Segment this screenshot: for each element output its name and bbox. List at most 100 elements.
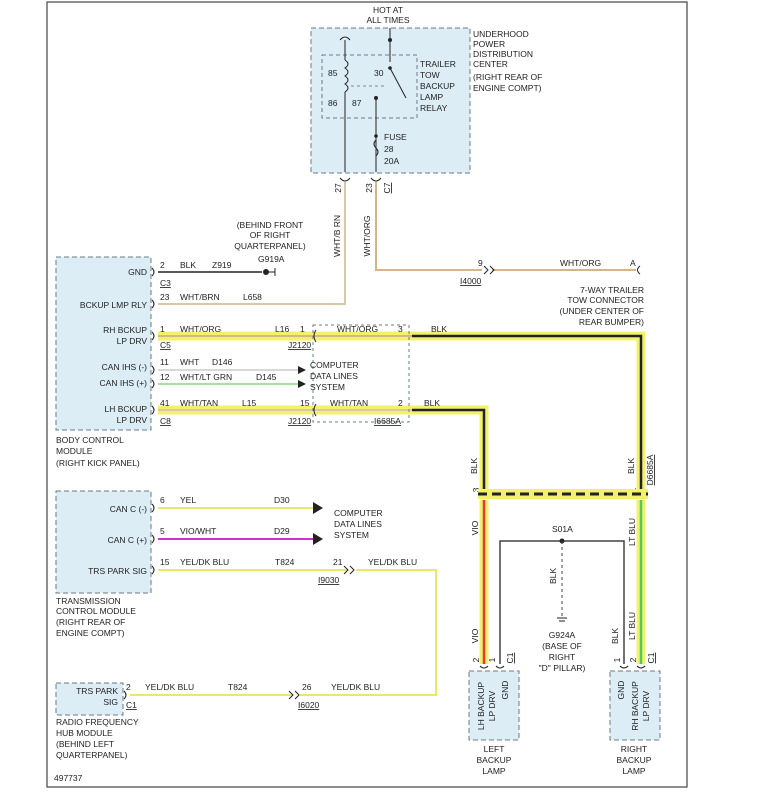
bcm-name-3: (RIGHT KICK PANEL): [56, 458, 140, 468]
fuse-symbol: [373, 139, 379, 157]
diagram-code: 497737: [54, 773, 83, 783]
relay-pin-86: 86: [328, 98, 338, 108]
label-yeldkblu-tcm: YEL/DK BLU: [180, 557, 229, 567]
pin-27: 27: [333, 183, 343, 193]
relay-name-2: TOW: [420, 70, 440, 80]
i9030-connector: [343, 565, 355, 575]
label-blk-rh-gnd: BLK: [610, 628, 620, 644]
label-blk-rh: BLK: [431, 324, 447, 334]
label-l15: L15: [242, 398, 256, 408]
i6020-connector: [288, 690, 300, 700]
bcm-connector-arcs: [151, 267, 155, 415]
s01a-label: S01A: [552, 524, 573, 534]
label-blk-s01a: BLK: [548, 568, 558, 584]
i6020-label: I6020: [298, 700, 320, 710]
cdl1-l2: DATA LINES: [310, 371, 358, 381]
bcm-conn-c5: C5: [160, 340, 171, 350]
wire-label-whtbrn-v: WHT/B RN: [332, 215, 342, 257]
label-whtbrn: WHT/BRN: [180, 292, 220, 302]
tcm-pin-6: 6: [160, 495, 165, 505]
rfh-pin-1: TRS PARK: [76, 686, 118, 696]
rfh-connector-arc: [123, 690, 127, 700]
pdc-name-6: ENGINE COMPT): [473, 83, 542, 93]
g924a-loc-3: "D" PILLAR): [539, 663, 586, 673]
d6685a-label: D6685A: [645, 454, 655, 485]
bcm-pin-12: 12: [160, 372, 170, 382]
i4000-connector: [483, 265, 495, 275]
right-lamp-arcs: [619, 665, 646, 669]
label-ltblu-2: LT BLU: [627, 612, 637, 640]
cdl2-arrow-icon: [313, 502, 323, 545]
pin-3-v: 3: [471, 487, 481, 492]
wire-blk-rh: [412, 334, 643, 495]
switch-blade: [389, 67, 407, 99]
splice-box: [312, 324, 410, 423]
bcm-name-2: MODULE: [56, 446, 93, 456]
relay-pin-30: 30: [374, 68, 384, 78]
label-wht: WHT: [180, 357, 199, 367]
left-pin-lh-backup: LH BACKUP: [476, 682, 486, 731]
trailer-pin-a: A: [630, 258, 636, 268]
pdc-name-4: CENTER: [473, 59, 508, 69]
rfh-conn-c1: C1: [126, 700, 137, 710]
label-vio-1: VIO: [470, 520, 480, 535]
trailer-name-4: REAR BUMPER): [579, 317, 644, 327]
tcm-name-4: ENGINE COMPT): [56, 628, 125, 638]
label-ltblu-1: LT BLU: [627, 518, 637, 546]
j6685a-label: I6685A: [374, 416, 401, 426]
top-wires: WHT/B RN WHT/ORG WHT/ORG 9 I4000 A 7-WAY…: [158, 182, 644, 327]
cdl1-l1: COMPUTER: [310, 360, 359, 370]
bcm-pin-can-plus: CAN IHS (+): [100, 378, 148, 388]
bcm-pin-11: 11: [160, 357, 169, 367]
tcm-pin-5: 5: [160, 526, 165, 536]
switch-pivot: [388, 66, 392, 70]
bcm-name-1: BODY CONTROL: [56, 435, 124, 445]
left-lamp-name-1: LEFT: [484, 744, 505, 754]
rfh-box: [55, 682, 124, 716]
i4000-pin-9: 9: [478, 258, 483, 268]
trailer-connector-pin: [637, 265, 641, 275]
transmission-control-module: CAN C (-) CAN C (+) TRS PARK SIG 6 5 15 …: [55, 490, 437, 696]
coil-top-arc: [339, 36, 351, 41]
left-conn-c1: C1: [505, 652, 515, 663]
right-conn-c1: C1: [646, 652, 656, 663]
left-lamp-arcs: [479, 665, 505, 669]
bcm-pin-bckup-rly: BCKUP LMP RLY: [80, 300, 147, 310]
bcm-pin-can-minus: CAN IHS (-): [102, 362, 148, 372]
right-lamp-name-1: RIGHT: [621, 744, 647, 754]
right-pin-gnd: GND: [616, 681, 626, 700]
backup-lamps: S01A BLK G924A (BASE OF RIGHT "D" PILLAR…: [468, 500, 661, 776]
bcm-pin-1: 1: [160, 324, 165, 334]
right-pin-1: 1: [612, 657, 622, 662]
right-pin-lp-drv: LP DRV: [641, 690, 651, 721]
label-yeldkblu-i9030: YEL/DK BLU: [368, 557, 417, 567]
wire-label-whtorg-h: WHT/ORG: [560, 258, 601, 268]
fuse-label-2: 28: [384, 144, 394, 154]
label-yeldkblu-rfh: YEL/DK BLU: [145, 682, 194, 692]
right-lamp-name-3: LAMP: [622, 766, 645, 776]
label-d29: D29: [274, 526, 290, 536]
bcm-conn-c8: C8: [160, 416, 171, 426]
right-lamp-name-2: BACKUP: [617, 755, 652, 765]
g919a-loc-3: QUARTERPANEL): [234, 241, 306, 251]
label-d146: D146: [212, 357, 233, 367]
trailer-name-1: 7-WAY TRAILER: [580, 285, 644, 295]
i6020-pin-26: 26: [302, 682, 312, 692]
trailer-name-3: (UNDER CENTER OF: [559, 306, 644, 316]
rfh-name-1: RADIO FREQUENCY: [56, 717, 139, 727]
relay-box: [321, 54, 418, 119]
pdc-name-3: DISTRIBUTION: [473, 49, 533, 59]
j2120-pin-1: 1: [300, 324, 305, 334]
pdc-name-1: UNDERHOOD: [473, 29, 529, 39]
left-pin-2: 2: [471, 657, 481, 662]
relay-name-4: LAMP: [420, 92, 443, 102]
fuse-label-1: FUSE: [384, 132, 407, 142]
label-t824-tcm: T824: [275, 557, 295, 567]
hot-label-2: ALL TIMES: [367, 15, 410, 25]
right-lamp-box: [609, 670, 661, 741]
label-d145: D145: [256, 372, 277, 382]
tcm-pin-15: 15: [160, 557, 170, 567]
tcm-pin-trs: TRS PARK SIG: [88, 566, 147, 576]
tcm-pin-can-minus: CAN C (-): [110, 504, 147, 514]
left-lamp-name-3: LAMP: [482, 766, 505, 776]
